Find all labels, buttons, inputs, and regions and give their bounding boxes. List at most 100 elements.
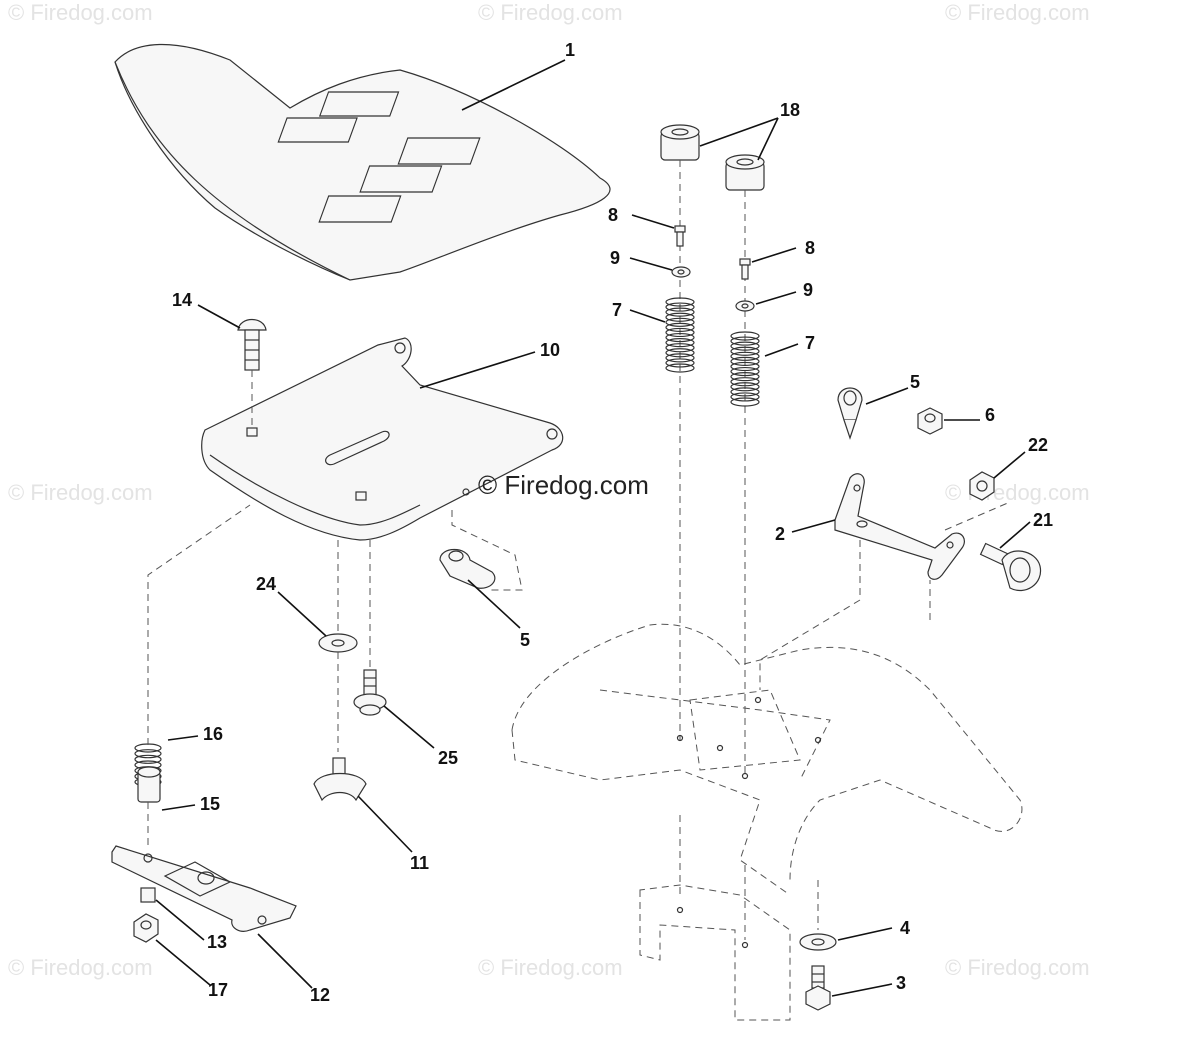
nut-part — [133, 887, 159, 943]
spring-coil — [730, 366, 760, 377]
spring-coil — [730, 361, 760, 372]
leader-line — [699, 117, 779, 147]
spring-part — [665, 297, 760, 407]
spring-coil — [665, 307, 695, 317]
leader-line — [383, 705, 435, 749]
spring-coil — [665, 322, 695, 332]
leader-line — [155, 939, 211, 986]
watermark-top-left: © Firedog.com — [8, 0, 153, 25]
spacer-part — [660, 124, 765, 191]
spring-coil — [730, 382, 760, 392]
callout-16: 16 — [203, 724, 224, 744]
leader-line — [277, 591, 327, 637]
callout-18: 18 — [780, 100, 801, 120]
callout-7: 7 — [612, 300, 623, 320]
clip-part-lower — [439, 548, 496, 589]
leader-line — [197, 304, 241, 329]
leader-line — [155, 899, 205, 941]
seat-pan-part — [201, 337, 564, 541]
watermark-top-center: © Firedog.com — [478, 0, 623, 25]
leader-line — [467, 579, 521, 629]
spring-coil — [665, 312, 695, 322]
callout-10: 10 — [540, 340, 561, 360]
callout-15: 15 — [200, 794, 221, 814]
center-watermark: © Firedog.com — [478, 470, 649, 500]
spring-coil — [730, 331, 760, 341]
callout-9: 9 — [610, 248, 621, 268]
leader-line — [257, 933, 313, 989]
spring-coil — [665, 343, 695, 353]
leader-line — [631, 214, 675, 229]
spring-coil — [730, 372, 760, 382]
callout-9: 9 — [803, 280, 814, 300]
leader-line — [993, 451, 1026, 479]
spring-coil — [665, 363, 695, 373]
callout-17: 17 — [208, 980, 229, 1000]
frame-washer-part — [799, 933, 837, 951]
callout-14: 14 — [172, 290, 193, 310]
spring-coil — [665, 317, 695, 327]
clip-part — [837, 387, 863, 440]
spring-coil — [730, 346, 760, 356]
leader-line — [461, 59, 566, 111]
spring-coil — [665, 302, 695, 312]
callout-2: 2 — [775, 524, 786, 544]
watermark-bottom-center: © Firedog.com — [478, 955, 623, 980]
slide-plate-part — [111, 845, 297, 932]
spring-coil — [665, 327, 695, 338]
spring-coil — [730, 341, 760, 351]
spring-coil — [665, 348, 695, 358]
callout-1: 1 — [565, 40, 576, 60]
watermark-bottom-left: © Firedog.com — [8, 955, 153, 980]
carriage-bolt-part — [237, 318, 267, 371]
spring-coil — [134, 754, 162, 764]
leader-line — [865, 387, 909, 405]
spring-coil — [665, 332, 695, 343]
seat-part — [114, 43, 611, 281]
leader-line — [755, 291, 797, 305]
lock-nut-part — [969, 471, 995, 501]
leader-line — [751, 247, 797, 263]
leader-line — [999, 521, 1031, 549]
bracket-part — [834, 473, 965, 580]
watermark-mid-left: © Firedog.com — [8, 480, 153, 505]
callout-21: 21 — [1033, 510, 1054, 530]
spring-coil — [730, 356, 760, 366]
frame-bolt-part — [805, 965, 831, 1011]
watermark-top-right: © Firedog.com — [945, 0, 1090, 25]
spring-coil — [730, 336, 760, 346]
shoulder-screw-part — [353, 669, 387, 716]
spring-coil — [665, 338, 695, 348]
spring-coil — [665, 353, 695, 363]
spring-coil — [730, 387, 760, 397]
leader-line — [357, 795, 413, 853]
callout-22: 22 — [1028, 435, 1049, 455]
callout-8: 8 — [608, 205, 619, 225]
shoulder-bolt-part — [979, 542, 1042, 592]
callout-7: 7 — [805, 333, 816, 353]
callout-13: 13 — [207, 932, 228, 952]
leader-line — [757, 117, 779, 161]
flat-washer-part — [318, 633, 358, 653]
spring-coil — [730, 392, 760, 402]
leader-line — [629, 257, 673, 271]
knob-part — [313, 757, 367, 802]
callout-24: 24 — [256, 574, 277, 594]
leader-line — [419, 351, 536, 389]
callout-4: 4 — [900, 918, 911, 938]
callout-8: 8 — [805, 238, 816, 258]
leader-line — [161, 804, 196, 811]
spring-coil — [730, 351, 760, 361]
washer-part — [671, 266, 755, 312]
watermark-bottom-right: © Firedog.com — [945, 955, 1090, 980]
watermark-mid-right: © Firedog.com — [945, 480, 1090, 505]
callout-12: 12 — [310, 985, 331, 1005]
leader-line — [167, 735, 199, 741]
callout-25: 25 — [438, 748, 459, 768]
leader-line — [764, 343, 799, 357]
spring-coil — [665, 297, 695, 307]
callout-6: 6 — [985, 405, 996, 425]
callout-3: 3 — [896, 973, 907, 993]
